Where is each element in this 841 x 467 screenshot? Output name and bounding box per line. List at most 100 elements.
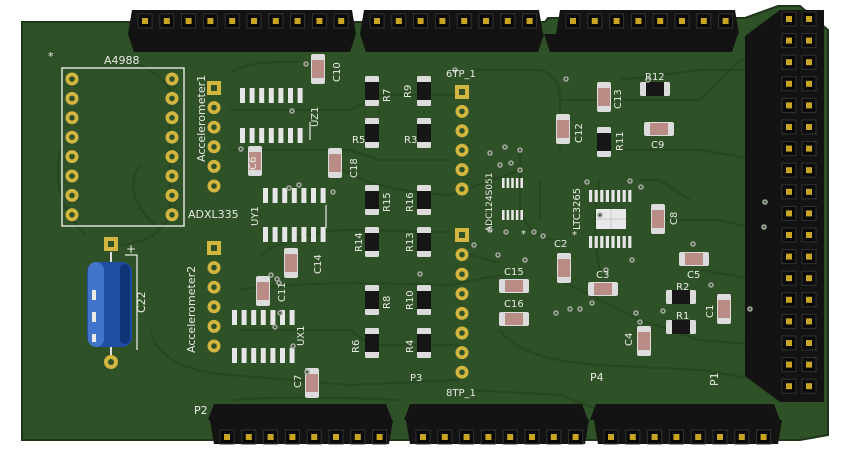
res-r10 bbox=[417, 285, 431, 315]
label-c12: C12 bbox=[574, 123, 585, 143]
via bbox=[277, 310, 283, 316]
label-c13: C13 bbox=[613, 89, 624, 109]
label-p1: P1 bbox=[708, 372, 721, 386]
via bbox=[522, 257, 528, 263]
via bbox=[330, 189, 336, 195]
via bbox=[531, 229, 537, 235]
cap-c16 bbox=[499, 312, 529, 326]
res-r1 bbox=[666, 320, 696, 334]
label-adc124s051: ADC124S051 bbox=[485, 173, 495, 232]
header-bottom-p4 bbox=[594, 420, 782, 445]
copper-traces bbox=[56, 58, 790, 412]
label-r16: R16 bbox=[405, 192, 416, 212]
via bbox=[553, 310, 559, 316]
label-r13: R13 bbox=[405, 232, 416, 252]
via bbox=[487, 150, 493, 156]
label-plus: + bbox=[126, 242, 136, 256]
header-shoulder bbox=[590, 404, 780, 420]
cap-c3 bbox=[588, 282, 618, 296]
header-top-1 bbox=[128, 10, 356, 34]
cap-c4 bbox=[637, 326, 651, 356]
header-shoulder bbox=[544, 34, 738, 52]
label-c8: C8 bbox=[669, 212, 680, 225]
via bbox=[638, 184, 644, 190]
cap-c14 bbox=[284, 248, 298, 278]
via bbox=[708, 282, 714, 288]
via bbox=[289, 108, 295, 114]
label-c3: C3 bbox=[596, 270, 609, 281]
header-p1 bbox=[745, 10, 824, 402]
ltc3265-chip bbox=[589, 190, 632, 248]
cap-c6 bbox=[248, 146, 262, 176]
label-8tp: 8TP_1 bbox=[446, 388, 476, 399]
via bbox=[584, 179, 590, 185]
label-c14: C14 bbox=[313, 254, 324, 274]
via bbox=[645, 77, 651, 83]
cap-c5 bbox=[679, 252, 709, 266]
via bbox=[502, 144, 508, 150]
cap-c15 bbox=[499, 279, 529, 293]
res-r7 bbox=[365, 76, 379, 106]
via bbox=[452, 67, 458, 73]
label-r3: R3 bbox=[404, 135, 417, 146]
res-r4 bbox=[417, 328, 431, 358]
cap-c11 bbox=[256, 276, 270, 306]
via bbox=[627, 178, 633, 184]
label-c6: C6 bbox=[248, 157, 259, 170]
via bbox=[629, 257, 635, 263]
via bbox=[497, 162, 503, 168]
label-p4: P4 bbox=[590, 371, 604, 384]
res-r5 bbox=[365, 118, 379, 148]
cap-c9 bbox=[644, 122, 674, 136]
res-r3 bbox=[417, 118, 431, 148]
via bbox=[747, 306, 753, 312]
via bbox=[272, 324, 278, 330]
res-r12 bbox=[640, 82, 670, 96]
res-r11 bbox=[597, 127, 611, 157]
header-bottom-p2 bbox=[210, 420, 393, 445]
label-c4: C4 bbox=[624, 333, 635, 346]
header-shoulder bbox=[360, 34, 544, 52]
via bbox=[238, 146, 244, 152]
label-r2: R2 bbox=[676, 282, 689, 293]
via bbox=[660, 308, 666, 314]
header-bottom-p3 bbox=[406, 420, 589, 445]
cap-c7 bbox=[305, 368, 319, 398]
cap-c13 bbox=[597, 82, 611, 112]
label-p3: P3 bbox=[410, 373, 422, 384]
via bbox=[517, 147, 523, 153]
adc124s051-chip bbox=[502, 178, 523, 220]
accelerometer2-pads bbox=[207, 241, 221, 353]
uz1-chip bbox=[240, 88, 303, 143]
cap-c12 bbox=[556, 114, 570, 144]
label-uz1: UZ1 bbox=[310, 107, 321, 127]
cap-c8 bbox=[651, 204, 665, 234]
ux1-chip bbox=[232, 310, 295, 363]
a4988-outline bbox=[61, 67, 185, 227]
via bbox=[633, 310, 639, 316]
a4988-pads-left bbox=[65, 72, 79, 222]
label-r5: R5 bbox=[352, 135, 365, 146]
label-ux1: UX1 bbox=[296, 325, 307, 346]
label-6tp: 6TP_1 bbox=[446, 69, 476, 80]
label-c1: C1 bbox=[705, 305, 716, 318]
label-r11: R11 bbox=[615, 131, 626, 151]
label-r1: R1 bbox=[676, 311, 689, 322]
label-c15: C15 bbox=[504, 267, 524, 278]
res-r6 bbox=[365, 328, 379, 358]
label-accelerometer1: Accelerometer1 bbox=[195, 75, 208, 162]
via bbox=[471, 242, 477, 248]
label-adc-star: * bbox=[521, 229, 526, 240]
cap-c10 bbox=[311, 54, 325, 84]
label-r9: R9 bbox=[403, 85, 414, 98]
via bbox=[290, 343, 296, 349]
uy1-chip bbox=[263, 188, 326, 242]
label-r10: R10 bbox=[405, 290, 416, 310]
via bbox=[597, 212, 603, 218]
label-r15: R15 bbox=[382, 192, 393, 212]
cap-c1 bbox=[717, 294, 731, 324]
via bbox=[503, 229, 509, 235]
res-r16 bbox=[417, 185, 431, 215]
label-c11: C11 bbox=[277, 282, 288, 302]
